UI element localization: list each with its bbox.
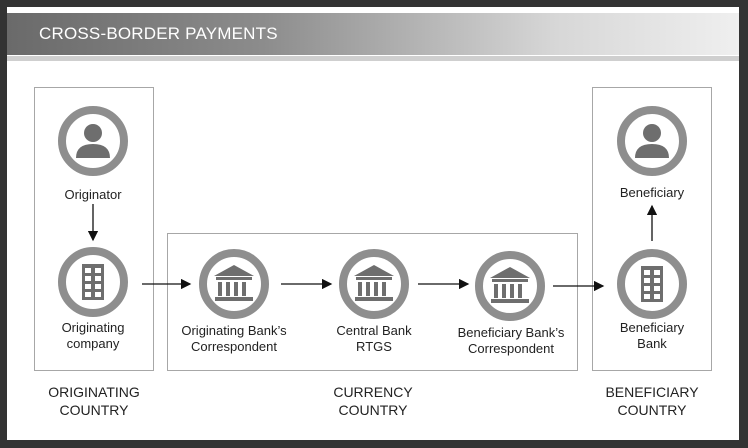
header-bar: CROSS-BORDER PAYMENTS [7, 13, 739, 55]
beneficiary-country-label: BENEFICIARY COUNTRY [605, 384, 699, 418]
originating-correspondent-label: Originating Bank’s Correspondent [181, 323, 287, 354]
bank-icon [475, 251, 545, 321]
header-underline [7, 56, 739, 61]
building-icon [617, 249, 687, 319]
arrows-layer [87, 204, 658, 292]
bank-icon [199, 249, 269, 319]
building-icon [58, 247, 128, 317]
originating-country-box [34, 87, 154, 371]
beneficiary-correspondent-label: Beneficiary Bank’s Correspondent [457, 325, 565, 356]
central-bank-label: Central Bank RTGS [336, 323, 412, 354]
originator-label: Originator [64, 187, 122, 202]
beneficiary-bank-label: Beneficiary Bank [619, 320, 685, 351]
originating-company-label: Originating company [61, 320, 125, 351]
bank-icon [339, 249, 409, 319]
person-icon [617, 106, 687, 176]
beneficiary-country-box [592, 87, 712, 371]
currency-country-box [167, 233, 578, 371]
diagram-frame: CROSS-BORDER PAYMENTS Originator [7, 7, 739, 440]
person-icon [58, 106, 128, 176]
originating-country-label: ORIGINATING COUNTRY [48, 384, 140, 418]
page-title: CROSS-BORDER PAYMENTS [39, 24, 278, 43]
currency-country-label: CURRENCY COUNTRY [333, 384, 413, 418]
beneficiary-label: Beneficiary [619, 185, 685, 200]
